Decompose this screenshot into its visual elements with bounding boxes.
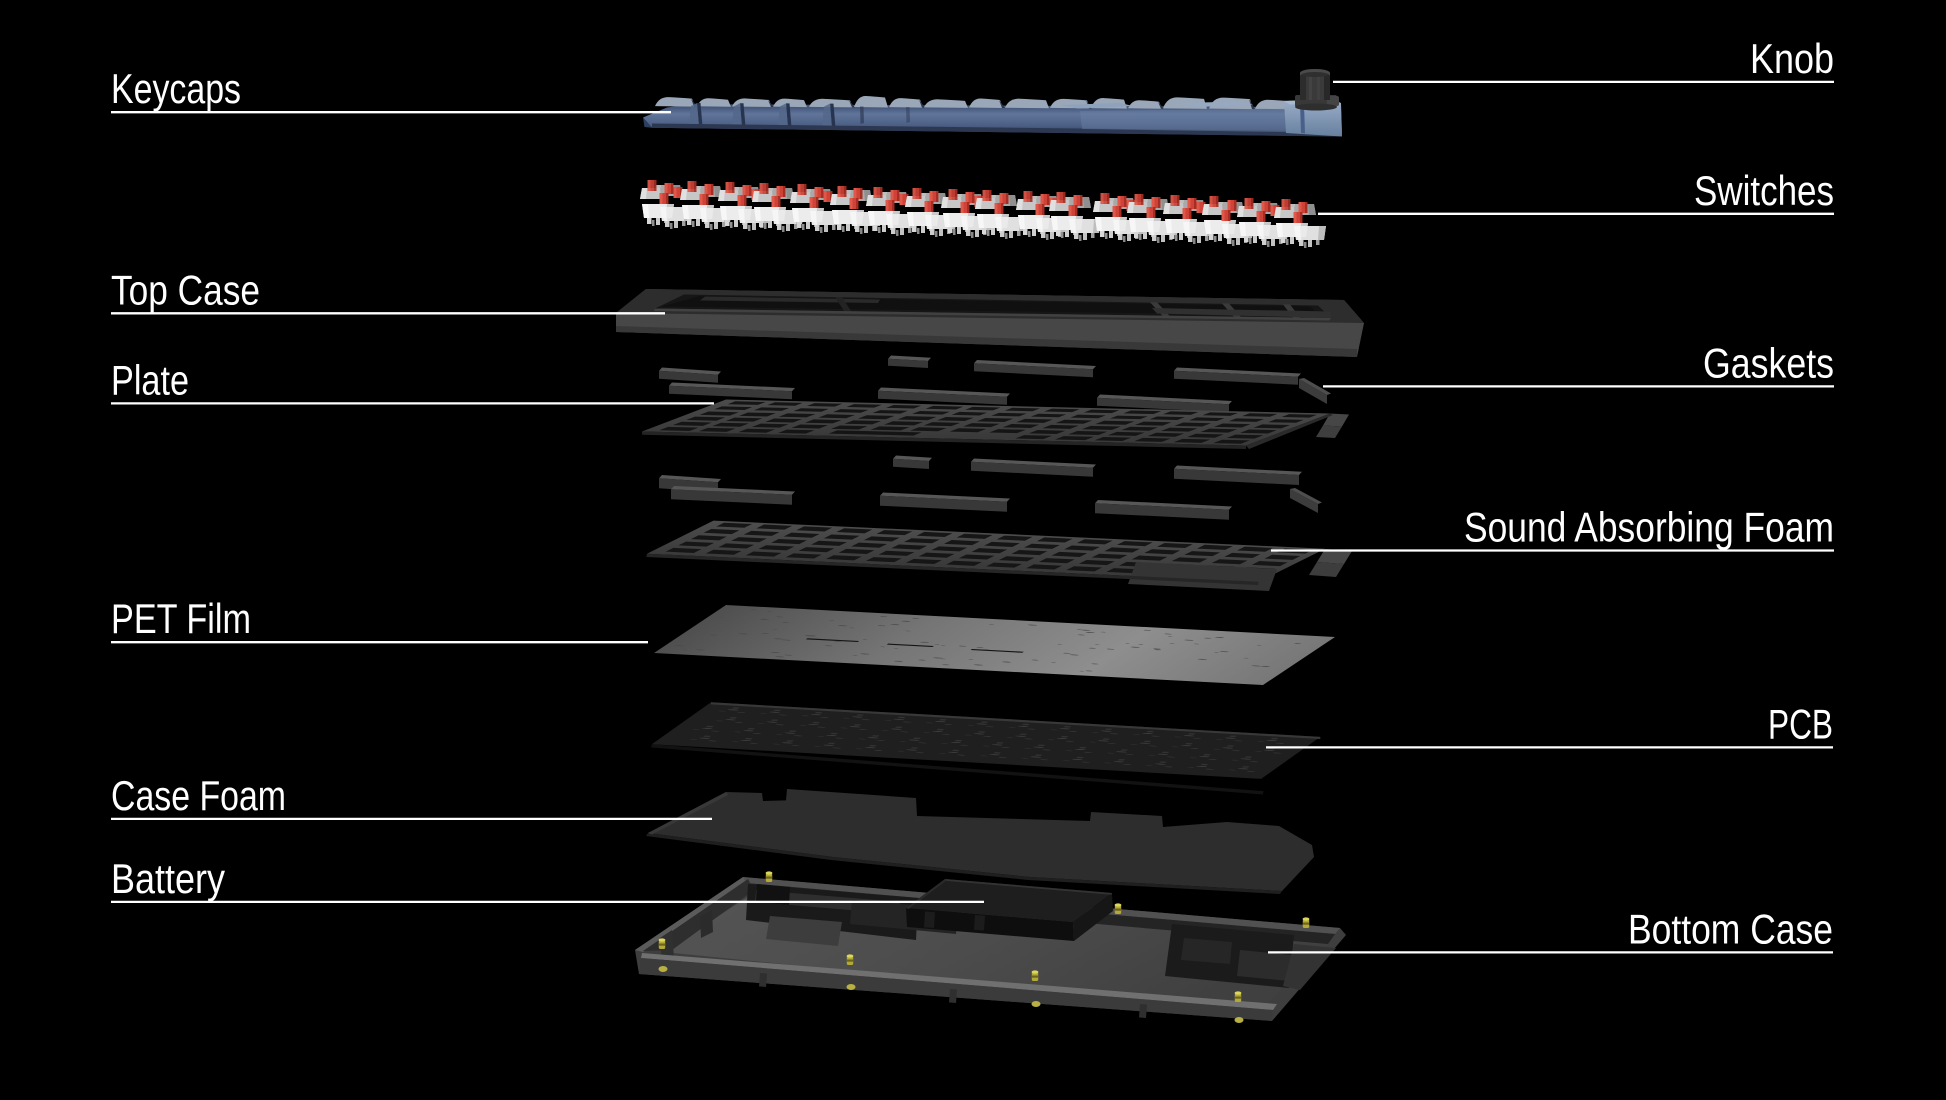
svg-text:PET Film: PET Film <box>111 595 251 642</box>
svg-text:Keycaps: Keycaps <box>111 65 241 112</box>
svg-text:Gaskets: Gaskets <box>1703 339 1834 386</box>
svg-text:Bottom Case: Bottom Case <box>1628 905 1833 952</box>
svg-text:Sound Absorbing Foam: Sound Absorbing Foam <box>1464 504 1834 551</box>
svg-text:Battery: Battery <box>111 855 225 902</box>
svg-text:PCB: PCB <box>1768 700 1833 747</box>
svg-text:Top Case: Top Case <box>111 266 260 313</box>
svg-text:Switches: Switches <box>1694 167 1834 214</box>
svg-text:Plate: Plate <box>111 356 189 403</box>
svg-text:Knob: Knob <box>1750 35 1834 82</box>
svg-text:Case Foam: Case Foam <box>111 772 286 819</box>
